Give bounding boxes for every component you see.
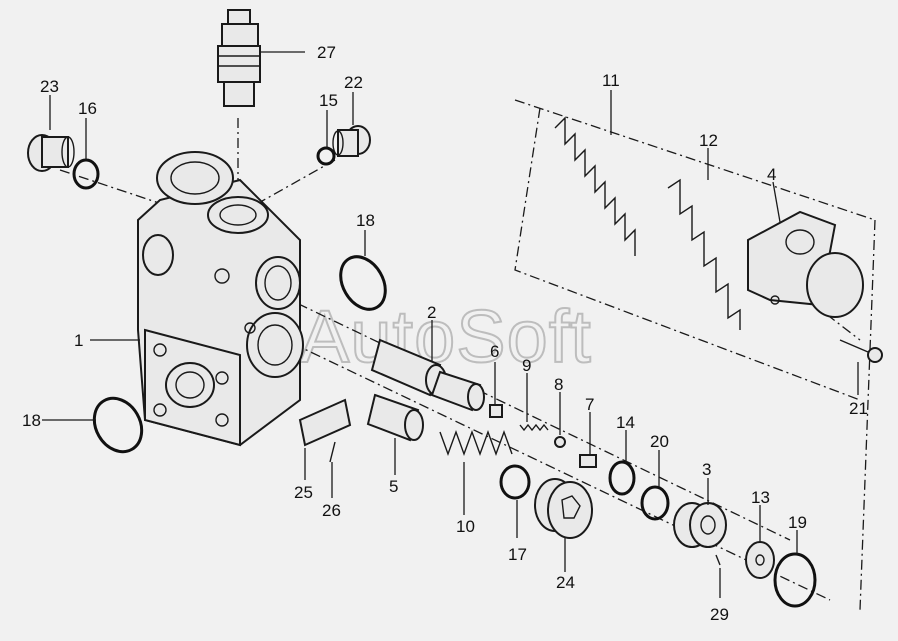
- label-25: 25: [294, 483, 313, 502]
- relief-valve-cartridge: [217, 9, 261, 107]
- washer-13: [745, 541, 775, 579]
- o-ring-18-lower: [92, 396, 144, 454]
- center-lines: [59, 99, 876, 611]
- label-16: 16: [78, 99, 97, 118]
- o-ring-19: [773, 552, 817, 608]
- o-ring-16: [72, 158, 100, 190]
- plate-screw: [329, 441, 336, 463]
- ball-8: [554, 436, 566, 448]
- spring-12: [667, 178, 741, 330]
- watermark: AutoSoft: [300, 295, 592, 378]
- label-19: 19: [788, 513, 807, 532]
- label-24: 24: [556, 573, 575, 592]
- label-1: 1: [74, 331, 83, 350]
- plug-right: [332, 125, 371, 157]
- o-ring-18-upper: [339, 255, 387, 311]
- label-6: 6: [490, 342, 499, 361]
- label-9: 9: [522, 356, 531, 375]
- piston: [366, 393, 424, 442]
- label-18-upper: 18: [356, 211, 375, 230]
- leader-lines: [42, 51, 859, 598]
- label-15: 15: [319, 91, 338, 110]
- label-3: 3: [702, 460, 711, 479]
- cap-3: [673, 502, 727, 548]
- end-cap-housing: [747, 210, 864, 318]
- label-17: 17: [508, 545, 527, 564]
- label-11: 11: [602, 71, 620, 90]
- o-ring-15: [316, 146, 336, 166]
- pin-6: [489, 404, 503, 418]
- bolt-21: [839, 339, 883, 363]
- o-ring-14: [608, 460, 636, 496]
- label-22: 22: [344, 73, 363, 92]
- pin-29: [715, 554, 721, 566]
- spool: [370, 338, 485, 412]
- cover-plate: [298, 398, 352, 447]
- label-20: 20: [650, 432, 669, 451]
- plug-24: [534, 478, 593, 539]
- label-2: 2: [427, 303, 436, 322]
- label-14: 14: [616, 413, 635, 432]
- spring-11: [554, 116, 636, 256]
- valve-body: [137, 151, 304, 447]
- plug-left: [27, 134, 75, 172]
- label-5: 5: [389, 477, 398, 496]
- label-18-lower: 18: [22, 411, 41, 430]
- label-26: 26: [322, 501, 341, 520]
- label-4: 4: [767, 165, 776, 184]
- label-27: 27: [317, 43, 336, 62]
- label-7: 7: [585, 395, 594, 414]
- label-23: 23: [40, 77, 59, 96]
- spring-9: [519, 423, 549, 432]
- label-29: 29: [710, 605, 729, 624]
- label-21: 21: [849, 399, 868, 418]
- label-12: 12: [699, 131, 718, 150]
- label-10: 10: [456, 517, 475, 536]
- label-13: 13: [751, 488, 770, 507]
- spring-10: [439, 429, 513, 457]
- label-8: 8: [554, 375, 563, 394]
- seat-7: [579, 454, 597, 468]
- o-ring-17: [499, 464, 531, 500]
- backup-ring-20: [640, 485, 670, 521]
- part-labels: 27 23 16 22 15 18 1 18 25 26 2 5 10 6 9 …: [22, 43, 868, 624]
